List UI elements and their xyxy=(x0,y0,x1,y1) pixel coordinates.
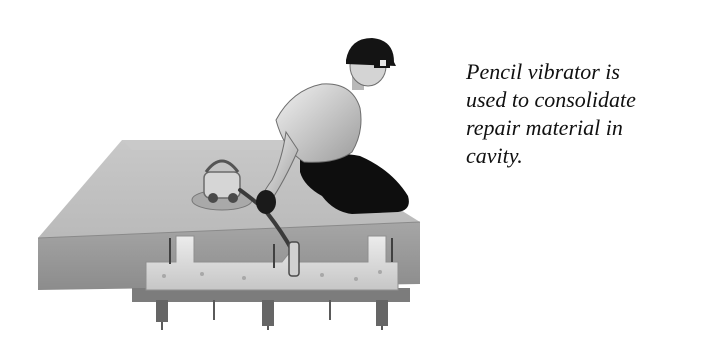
repair-scene-illustration xyxy=(0,0,460,346)
caption-line-1: Pencil vibrator is xyxy=(466,58,716,86)
caption-text: Pencil vibrator is used to consolidate r… xyxy=(466,58,716,170)
caption-line-3: repair material in xyxy=(466,114,716,142)
caption-line-2: used to consolidate xyxy=(466,86,716,114)
worker-glove xyxy=(256,190,276,214)
caption-line-4: cavity. xyxy=(466,142,716,170)
worker-figure xyxy=(256,38,409,214)
hard-hat-icon xyxy=(346,38,396,66)
form-stakes xyxy=(156,300,388,326)
slab-top-back xyxy=(122,140,300,150)
